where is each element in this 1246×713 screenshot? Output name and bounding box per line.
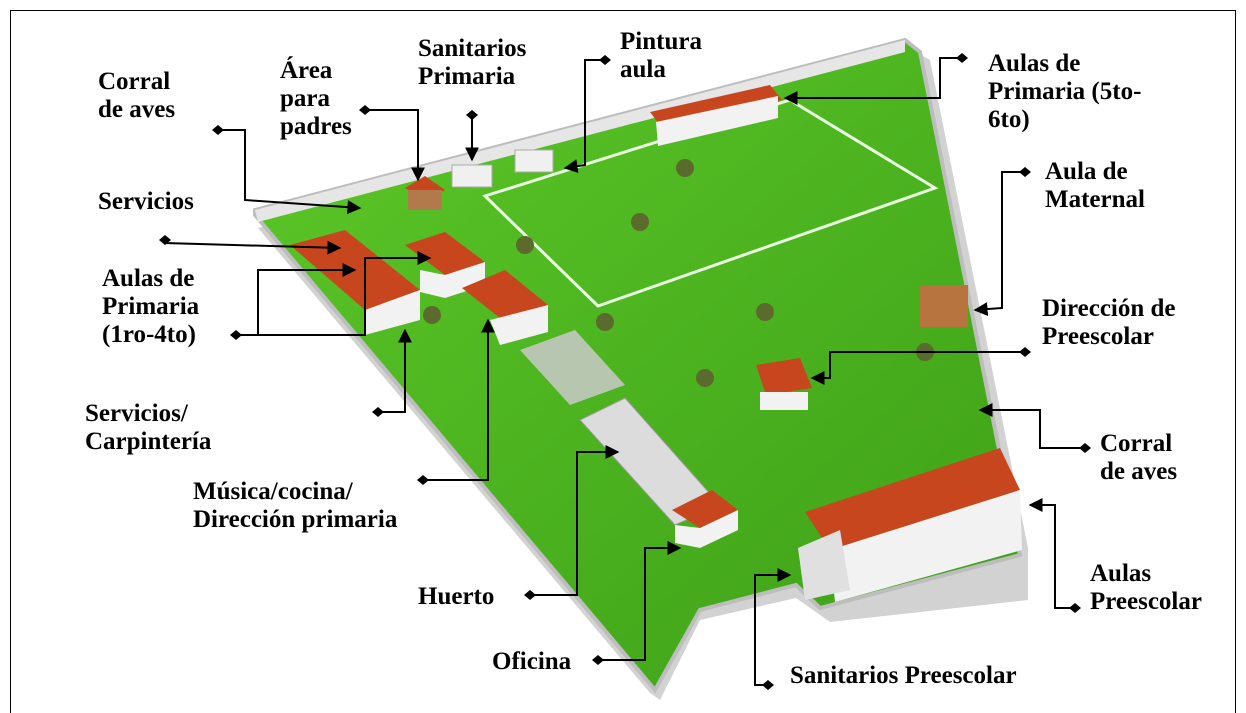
leader-lines (164, 57, 1085, 686)
label-anchor-diamonds (159, 53, 1091, 690)
label-sanitarios-preescolar: Sanitarios Preescolar (790, 662, 1017, 689)
label-huerto: Huerto (418, 583, 495, 610)
label-area-padres: Área para padres (280, 57, 352, 140)
label-sanitarios-primaria: Sanitarios Primaria (418, 35, 527, 90)
label-servicios: Servicios (98, 188, 194, 215)
building-aulas-primaria-5-6 (650, 85, 782, 146)
building-oficina (672, 490, 738, 548)
building-pintura-aula (514, 149, 554, 173)
diagram-frame (10, 10, 1236, 713)
trees (423, 159, 934, 387)
building-sanitarios-primaria (451, 164, 493, 188)
buildings (290, 85, 1022, 602)
label-servicios-carpinteria: Servicios/ Carpintería (85, 400, 212, 455)
school-grounds (253, 37, 1028, 700)
building-musica-cocina (462, 270, 548, 345)
label-pintura-aula: Pintura aula (620, 28, 702, 83)
structure-pergola (520, 330, 625, 405)
label-direccion-preescolar: Dirección de Preescolar (1042, 295, 1176, 350)
label-corral-aves-right: Corral de aves (1100, 430, 1178, 485)
building-aulas-preescolar (798, 448, 1022, 602)
building-direccion-preescolar (756, 358, 812, 410)
building-area-padres (405, 176, 445, 210)
label-corral-aves-top: Corral de aves (98, 68, 176, 123)
label-aulas-primaria-5-6: Aulas de Primaria (5to- 6to) (988, 50, 1142, 133)
label-musica-cocina: Música/cocina/ Dirección primaria (193, 478, 398, 533)
label-oficina: Oficina (492, 648, 572, 675)
building-aula-maternal (920, 285, 968, 327)
label-aulas-preescolar: Aulas Preescolar (1090, 560, 1202, 615)
label-aula-maternal: Aula de Maternal (1045, 158, 1145, 213)
label-aulas-primaria-1-4: Aulas de Primaria (1ro-4to) (102, 265, 200, 348)
